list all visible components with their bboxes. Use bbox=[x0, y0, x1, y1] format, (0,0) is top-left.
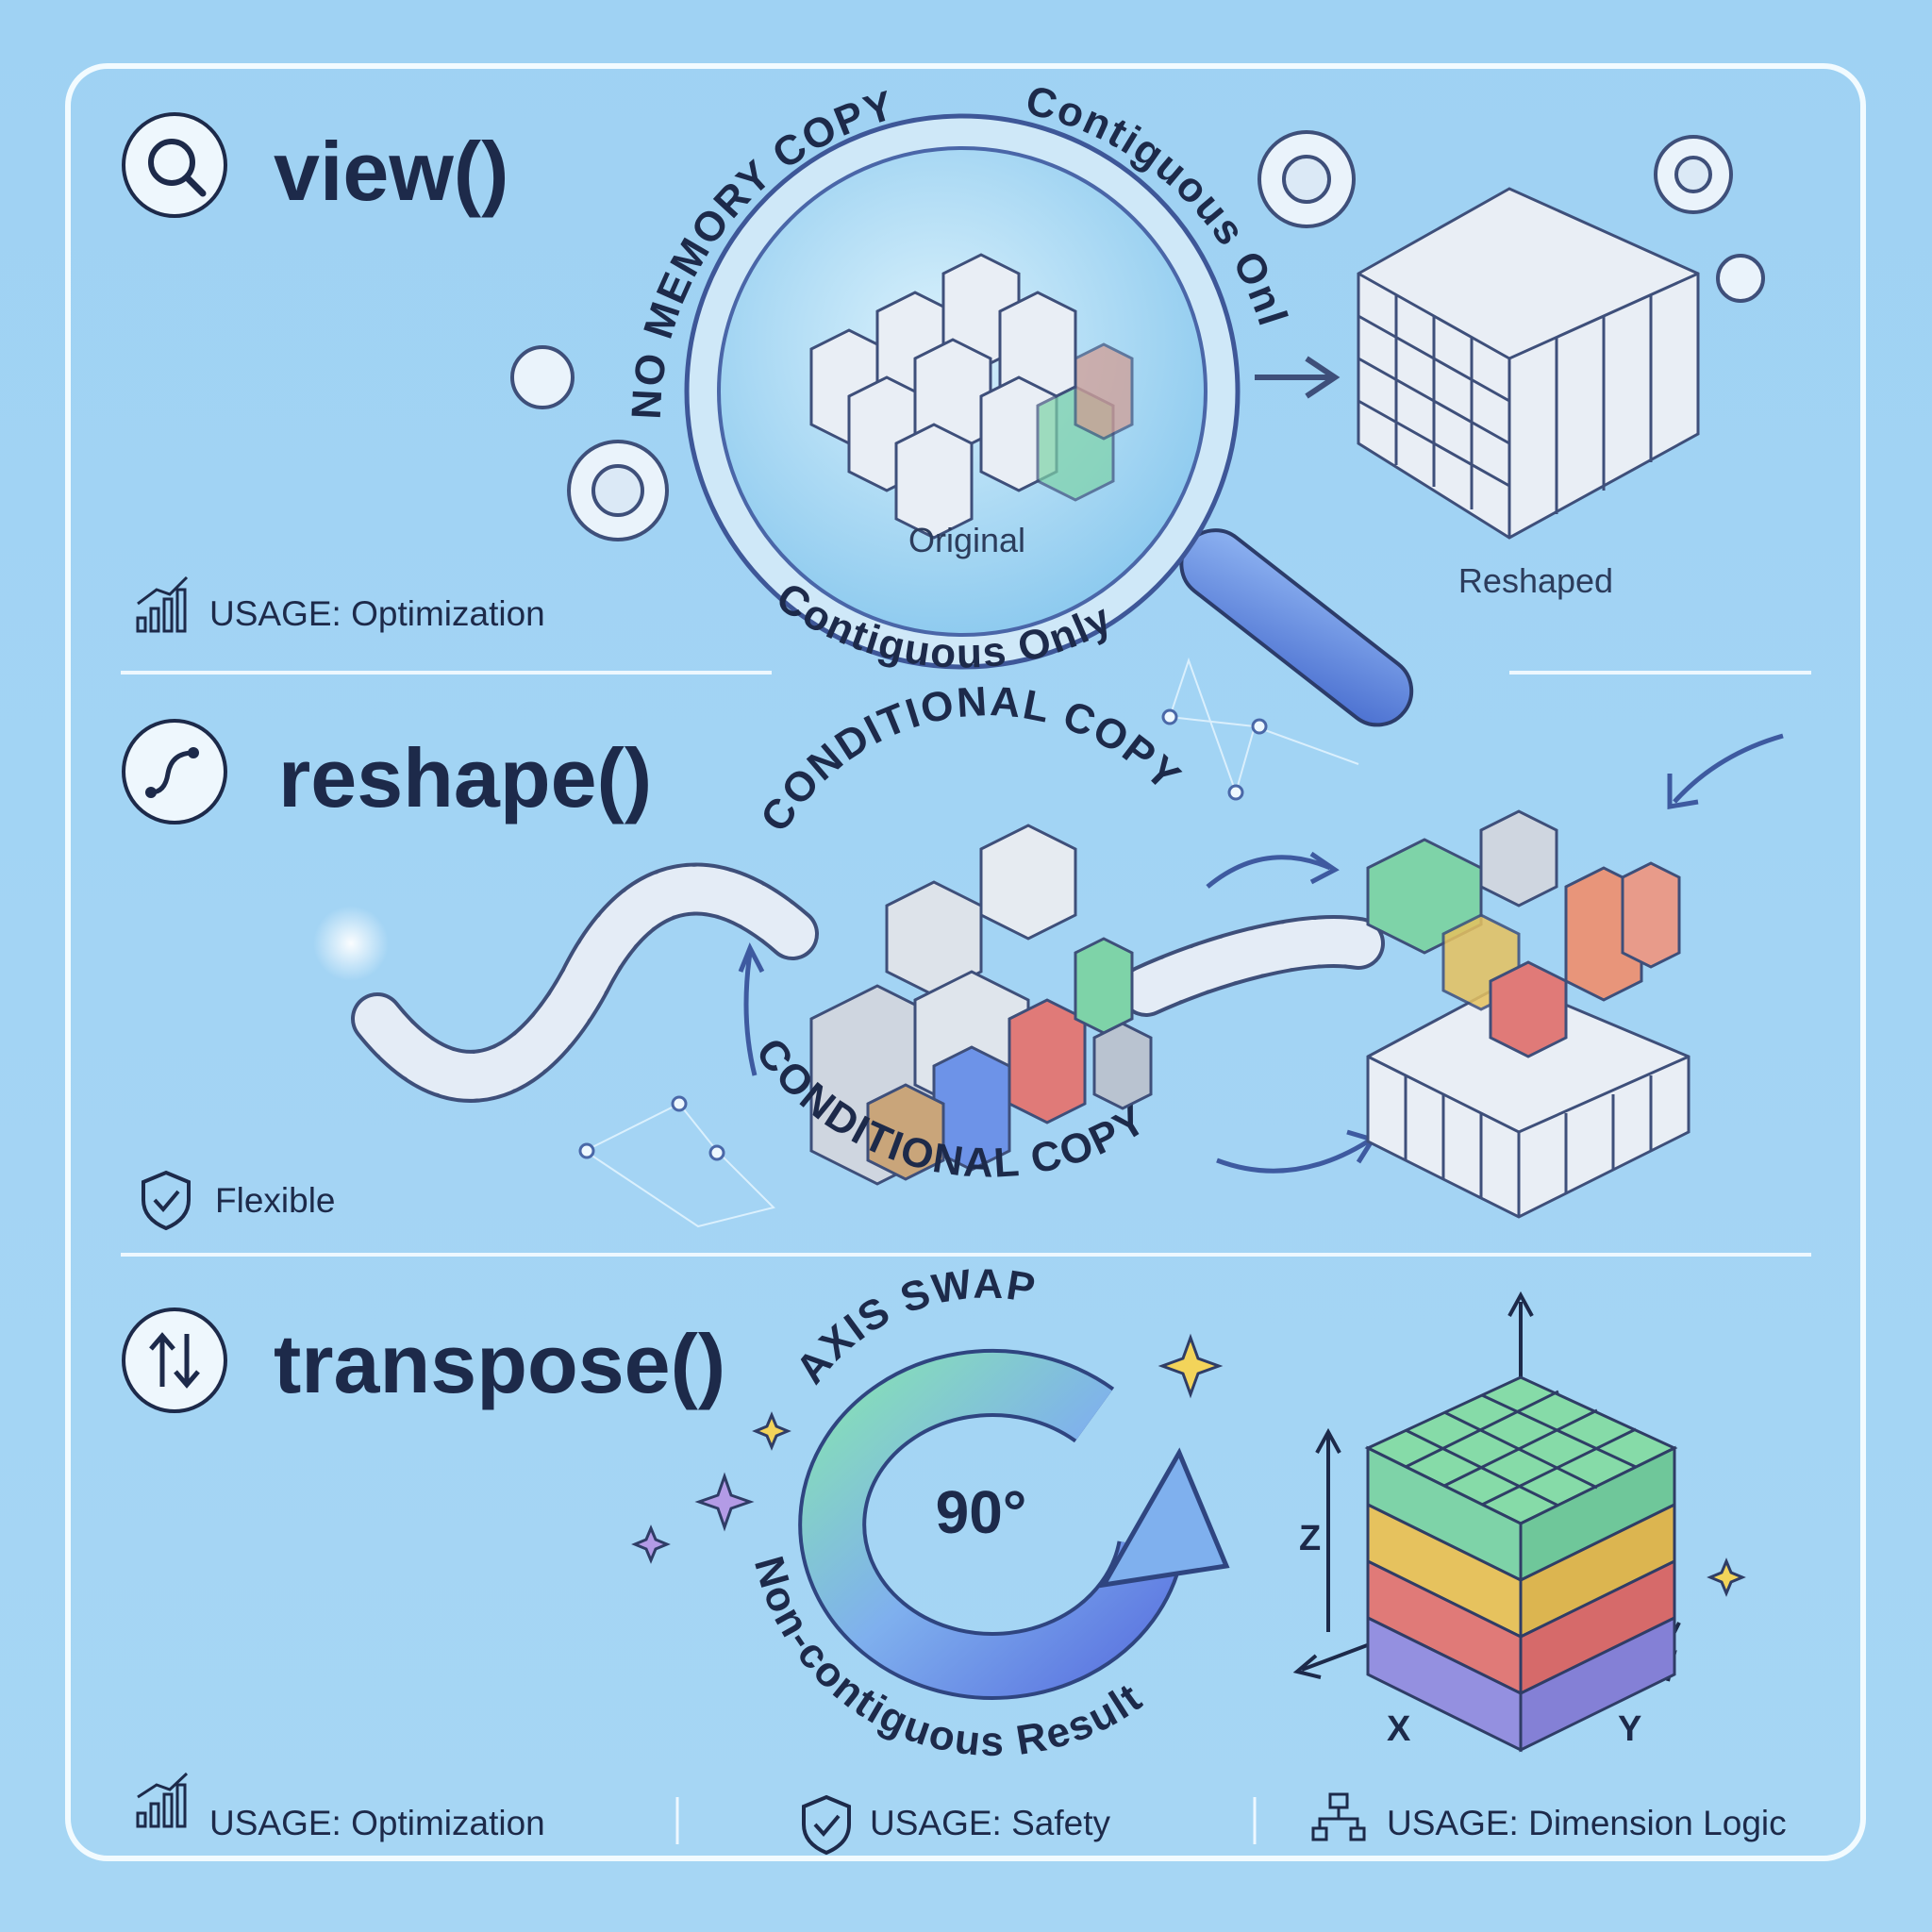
reshaped-tensor-cubes bbox=[1357, 187, 1700, 540]
bar-chart-trend-icon bbox=[136, 575, 189, 633]
layered-tensor-cube bbox=[1364, 1375, 1678, 1753]
view-usage-label: USAGE: Optimization bbox=[209, 594, 545, 633]
sparkle-decorations-2 bbox=[631, 1472, 755, 1564]
outer-panel-frame bbox=[65, 63, 1866, 1861]
sparkle-decorations bbox=[752, 1333, 1746, 1597]
view-title: view() bbox=[274, 125, 508, 218]
transpose-section: transpose() 90° AXIS SWAP Non-contiguous… bbox=[122, 1261, 1746, 1765]
reshape-section: reshape() CONDITIONAL COPY CONDITIONAL C… bbox=[122, 678, 1784, 1231]
footer-shield-check-icon bbox=[802, 1794, 851, 1856]
magnifier-illustration: Original bbox=[684, 113, 1414, 727]
arrow-right-icon bbox=[1255, 356, 1341, 399]
footer-usage-optimization: USAGE: Optimization bbox=[209, 1804, 545, 1842]
view-section: view() bbox=[0, 0, 1765, 727]
reshape-flow-arrows bbox=[738, 733, 1784, 1174]
footer-usage-safety: USAGE: Safety bbox=[870, 1804, 1110, 1842]
magnifier-search-icon bbox=[122, 112, 227, 218]
original-label: Original bbox=[908, 521, 1025, 559]
reshape-badge-top: CONDITIONAL COPY bbox=[752, 678, 1191, 840]
rotation-swirl bbox=[798, 1349, 1230, 1700]
jumbled-tensor-cubes bbox=[809, 824, 1153, 1186]
footer-bar-chart-trend-icon bbox=[136, 1772, 189, 1828]
axis-y-label: Y bbox=[1618, 1709, 1641, 1749]
magnifier-handle bbox=[1179, 528, 1414, 727]
flow-path-icon bbox=[122, 719, 227, 824]
shield-check-icon bbox=[142, 1170, 191, 1231]
reshaped-label: Reshaped bbox=[1458, 561, 1613, 600]
swap-arrows-icon bbox=[122, 1307, 227, 1413]
axis-z-label: Z bbox=[1299, 1519, 1321, 1558]
footer-usage-dimension-logic: USAGE: Dimension Logic bbox=[1387, 1804, 1787, 1842]
original-tensor-cubes bbox=[809, 253, 1134, 540]
gear-icon bbox=[510, 130, 1765, 541]
glow-point bbox=[313, 906, 389, 981]
reshaped-structured-cubes bbox=[1366, 809, 1690, 1219]
axis-x-label: X bbox=[1387, 1709, 1411, 1749]
rotation-degrees: 90° bbox=[936, 1478, 1027, 1546]
flexible-tube-segments bbox=[355, 866, 1381, 1099]
footer-bar: USAGE: Optimization USAGE: Safety USAGE:… bbox=[136, 1772, 1787, 1856]
footer-hierarchy-icon bbox=[1311, 1792, 1366, 1841]
reshape-usage-label: Flexible bbox=[215, 1181, 336, 1220]
reshape-title: reshape() bbox=[278, 731, 652, 824]
network-nodes bbox=[578, 708, 1268, 1161]
transpose-title: transpose() bbox=[274, 1317, 725, 1410]
